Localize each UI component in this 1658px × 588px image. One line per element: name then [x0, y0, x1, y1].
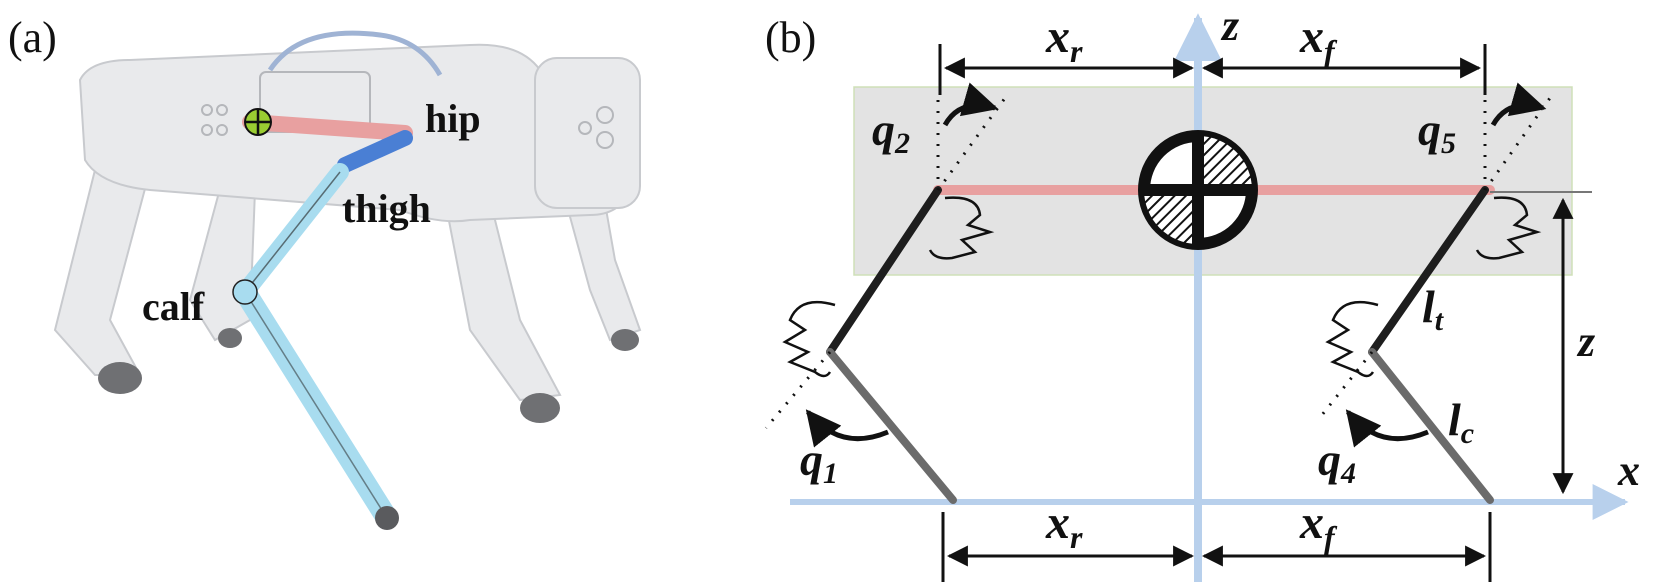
hip-label: hip	[425, 96, 481, 141]
calf-outline	[244, 291, 386, 516]
q1-label: q1	[800, 434, 838, 490]
thigh-link	[337, 130, 413, 173]
upper-leg-outline	[244, 171, 341, 293]
knee-joint	[232, 279, 258, 305]
xf-bottom-label: xf	[1299, 496, 1338, 555]
front-calf	[1368, 348, 1494, 504]
panel-a: (a)	[8, 13, 642, 530]
q2-label: q2	[872, 104, 910, 160]
height-z-label: z	[1576, 317, 1595, 366]
xr-bottom-label: xr	[1045, 496, 1083, 555]
panel-b-tag: (b)	[765, 13, 816, 62]
robot-body-details	[201, 71, 614, 149]
dimension-lines	[938, 44, 1574, 582]
xf-top-label: xf	[1299, 10, 1338, 69]
lc-label: lc	[1448, 394, 1474, 450]
z-axis-label: z	[1220, 1, 1239, 50]
hip-link	[242, 114, 413, 141]
x-axis-label: x	[1617, 446, 1640, 495]
thigh-label: thigh	[342, 186, 431, 231]
com-marker	[244, 108, 272, 136]
lt-label: lt	[1422, 281, 1445, 337]
q5-label: q5	[1418, 104, 1456, 160]
com-symbol	[1138, 130, 1258, 250]
springs	[782, 196, 1542, 378]
front-thigh	[1368, 186, 1489, 356]
rear-calf	[826, 348, 957, 504]
foot-end	[375, 506, 399, 530]
joint-arrows	[805, 82, 1547, 448]
q4-label: q4	[1318, 434, 1356, 490]
rear-thigh	[826, 186, 942, 356]
calf-label: calf	[142, 284, 205, 329]
xr-top-label: xr	[1045, 10, 1083, 69]
panel-a-tag: (a)	[8, 13, 57, 62]
panel-b: (b) z x	[764, 1, 1640, 582]
dotted-references	[764, 97, 1552, 429]
